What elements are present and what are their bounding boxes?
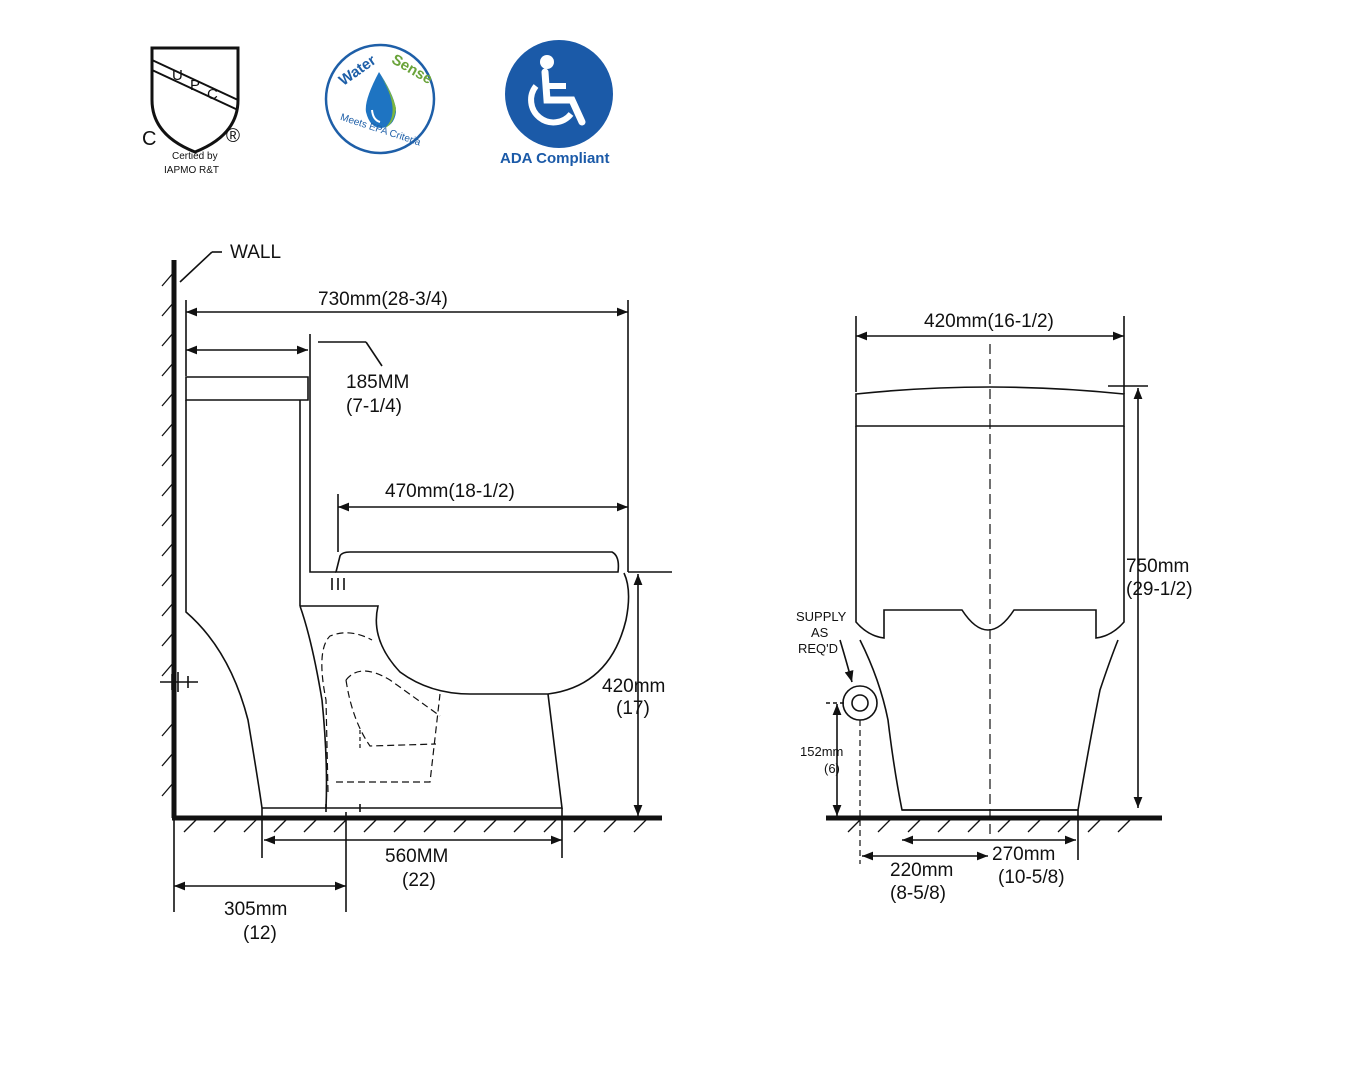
supply-height-label-2: (6)	[824, 761, 840, 776]
supply-leader	[839, 639, 854, 683]
bowl-length-label: 470mm(18-1/2)	[385, 481, 515, 502]
front-height-label-2: (29-1/2)	[1126, 579, 1193, 600]
toilet-side-outline	[160, 376, 630, 812]
wall-label: WALL	[230, 242, 281, 263]
rough-in-label-2: (12)	[243, 923, 277, 944]
base-width-label-1: 270mm	[992, 844, 1055, 865]
tank-depth-label-2: (7-1/4)	[346, 396, 402, 417]
tank-depth-label-1: 185MM	[346, 372, 409, 393]
overall-length-label: 730mm(28-3/4)	[318, 289, 448, 310]
supply-label-3: REQ'D	[798, 641, 838, 656]
base-length-label-1: 560MM	[385, 846, 448, 867]
upc-iapmo-text: IAPMO R&T	[164, 165, 219, 176]
upc-certified-text: Certied by	[172, 151, 218, 162]
floor-hatching	[183, 819, 647, 833]
supply-label-2: AS	[811, 625, 829, 640]
supply-height-label-1: 152mm	[800, 744, 843, 759]
front-height-label-1: 750mm	[1126, 556, 1189, 577]
ada-caption: ADA Compliant	[500, 150, 609, 167]
wall-hatching	[161, 271, 175, 797]
upc-c-mark: C	[142, 128, 156, 150]
upc-logo: U P C C ® Certied by IAPMO R&T	[142, 46, 240, 176]
base-width-label-2: (10-5/8)	[998, 867, 1065, 888]
supply-offset-label-1: 220mm	[890, 860, 953, 881]
upc-letter-p: P	[190, 77, 200, 94]
ada-logo: ADA Compliant	[500, 40, 613, 167]
supply-label-1: SUPPLY	[796, 609, 847, 624]
watersense-logo: Water Sense Meets EPA Criteria	[324, 43, 435, 155]
front-width-label: 420mm(16-1/2)	[924, 311, 1054, 332]
wheelchair-icon	[540, 55, 554, 69]
upc-letter-u: U	[172, 67, 183, 84]
toilet-front-outline	[842, 344, 1125, 836]
rough-in-label-1: 305mm	[224, 899, 287, 920]
seat-height-label-1: 420mm	[602, 676, 665, 697]
base-length-label-2: (22)	[402, 870, 436, 891]
wall-leader	[179, 251, 213, 283]
supply-offset-label-2: (8-5/8)	[890, 883, 946, 904]
upc-letter-c: C	[207, 86, 218, 103]
front-floor-hatching	[847, 819, 1131, 833]
seat-height-label-2: (17)	[616, 698, 650, 719]
upc-registered-mark: ®	[226, 126, 240, 147]
front-view	[826, 316, 1162, 864]
side-view	[160, 251, 672, 912]
